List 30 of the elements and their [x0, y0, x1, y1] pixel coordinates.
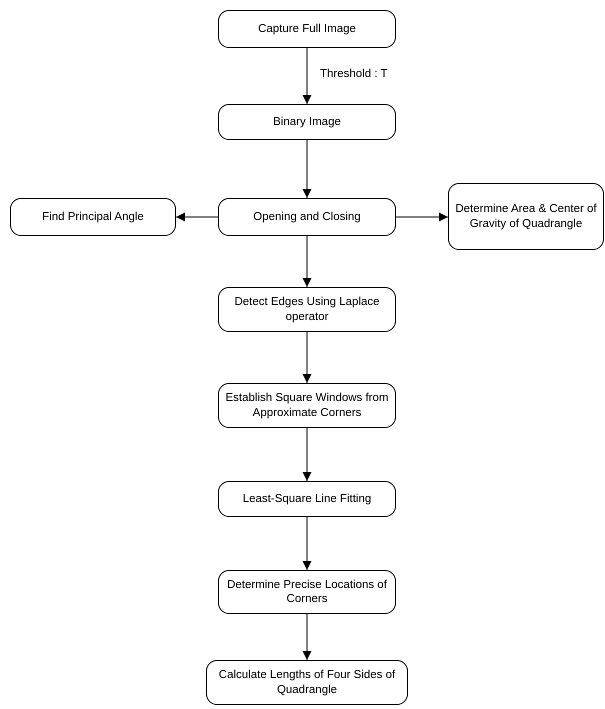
arrow: [302, 614, 312, 660]
process-box: [218, 104, 396, 140]
arrow: [396, 212, 448, 222]
arrow: [302, 140, 312, 198]
arrow: [302, 428, 312, 482]
box-text: Determine Area & Center of Gravity of Quadrangle: [455, 202, 597, 231]
process-box: [218, 10, 396, 48]
box-text: Determine Precise Locations of Corners: [226, 578, 388, 606]
box-text: Least-Square Line Fitting: [242, 492, 372, 506]
box-text: Opening and Closing: [253, 210, 361, 224]
process-box: [218, 383, 396, 428]
box-text: Binary Image: [273, 114, 341, 130]
process-box: [218, 481, 396, 517]
edge-label: Threshold : T: [320, 68, 388, 80]
box-text: Find Principal Angle: [42, 210, 144, 224]
process-box: [218, 198, 396, 236]
process-box: [10, 198, 176, 236]
arrow: [176, 212, 218, 222]
box-text: Capture Full Image: [258, 22, 356, 36]
box-text: Calculate Lengths of Four Sides of Quadrangle: [218, 668, 396, 697]
arrow: [302, 332, 312, 384]
process-box: [448, 183, 604, 250]
box-text: Detect Edges Using Laplace operator: [233, 295, 381, 324]
arrow: [302, 236, 312, 288]
process-box: [206, 660, 408, 705]
arrow: [302, 48, 312, 104]
process-box: [218, 287, 396, 332]
arrow: [302, 516, 312, 570]
process-box: [218, 570, 396, 614]
box-text: Establish Square Windows from Approximate Corners: [225, 391, 389, 420]
